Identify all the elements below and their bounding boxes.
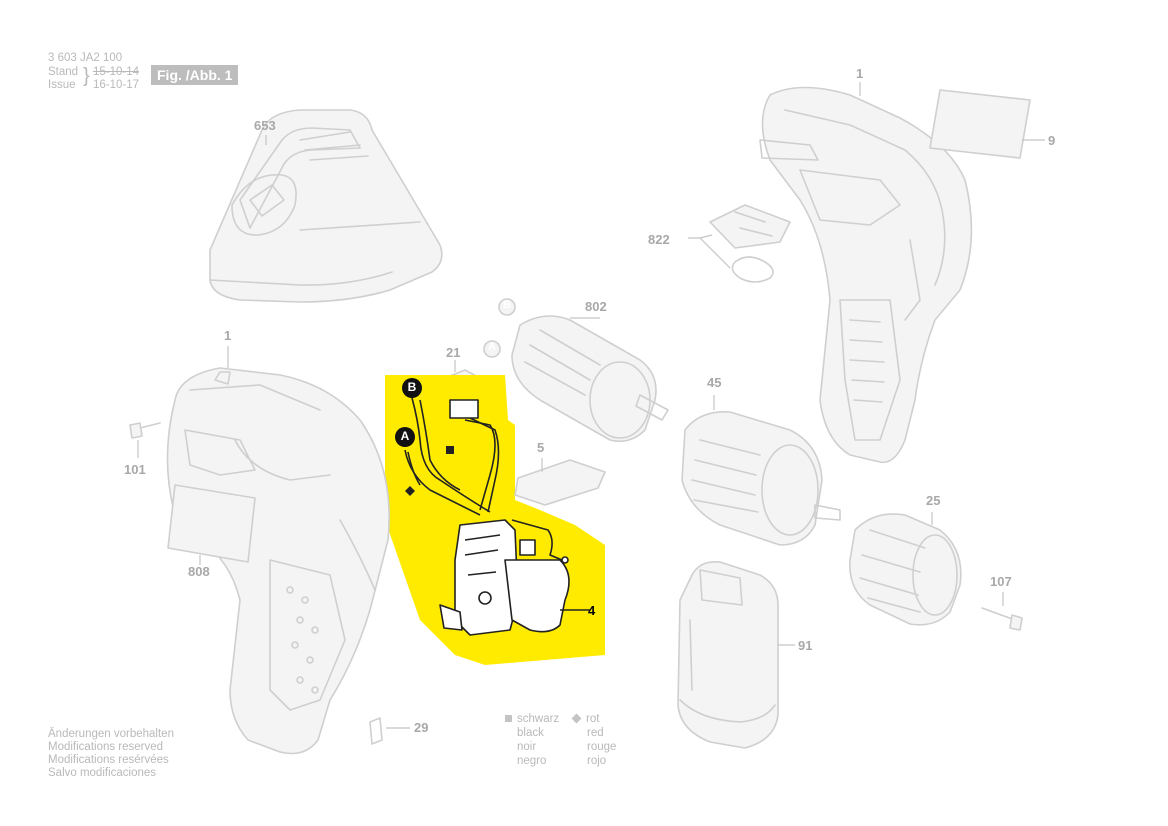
note-es: Salvo modificaciones	[48, 767, 157, 779]
battery-drawing	[677, 560, 795, 749]
legend-black-en: black	[517, 727, 544, 739]
motor-drawing	[483, 298, 669, 443]
callout-a-circle	[395, 427, 415, 447]
callout-b-label: B	[407, 380, 417, 394]
modification-notes: Änderungen vorbehalten Modifications res…	[48, 728, 174, 780]
part-label-hook: 29	[414, 720, 429, 735]
part-label-chuck: 25	[926, 493, 941, 508]
screw-right-drawing	[981, 592, 1023, 631]
legend-black-fr: noir	[517, 741, 537, 753]
callout-b-circle	[402, 378, 422, 398]
name-plate-drawing	[167, 484, 256, 565]
part-label-motor: 802	[585, 299, 607, 314]
housing-half-right-drawing	[759, 86, 973, 464]
switch-drawing	[404, 397, 590, 636]
gearbox-drawing	[681, 395, 841, 546]
part-label-switch-connector: 21	[446, 345, 461, 360]
legend-red: rot red rouge rojo	[571, 712, 617, 768]
note-fr: Modifications resérvées	[48, 754, 169, 766]
legend-black-de: schwarz	[517, 713, 560, 725]
housing-half-left-drawing	[166, 367, 390, 755]
legend-red-es: rojo	[587, 755, 607, 767]
part-label-screw-right: 107	[990, 574, 1012, 589]
part-label-clip-set: 822	[648, 232, 670, 247]
part-label-housing-top: 1	[856, 66, 864, 81]
new-date: 16-10-17	[93, 79, 140, 91]
part-label-battery: 91	[798, 638, 813, 653]
document-number: 3 603 JA2 100	[48, 52, 123, 64]
label-plate-drawing	[929, 89, 1045, 159]
charger-drawing	[209, 109, 443, 303]
cover-plate-drawing	[514, 458, 606, 506]
chuck-drawing	[849, 512, 962, 626]
legend-red-de: rot	[586, 713, 600, 725]
bracket-glyph: }	[83, 65, 90, 87]
note-de: Änderungen vorbehalten	[48, 728, 174, 740]
callout-a-label: A	[400, 429, 410, 443]
legend-black-es: negro	[517, 755, 547, 767]
stand-label: Stand	[48, 66, 79, 78]
part-label-charger: 653	[254, 118, 276, 133]
figure-label: Fig. /Abb. 1	[151, 65, 239, 85]
legend-red-en: red	[587, 727, 604, 739]
part-label-name-plate: 808	[188, 564, 210, 579]
issue-label: Issue	[48, 79, 76, 91]
callout-a-ghost-label: A	[488, 341, 496, 353]
clip-set-drawing	[688, 204, 791, 283]
legend-red-fr: rouge	[587, 741, 617, 753]
callout-b-ghost-label: B	[503, 299, 511, 311]
part-label-housing-left: 1	[224, 328, 232, 343]
part-label-screw-left: 101	[124, 462, 146, 477]
screw-left-drawing	[129, 422, 161, 458]
part-label-gearbox: 45	[707, 375, 722, 390]
red-diamond-icon	[571, 713, 582, 724]
legend-black: schwarz black noir negro	[505, 712, 559, 768]
part-label-label-plate: 9	[1048, 133, 1056, 148]
hook-drawing	[369, 717, 410, 745]
note-en: Modifications reserved	[48, 741, 164, 753]
black-square-icon	[505, 715, 512, 722]
old-date: 15-10-14	[93, 66, 140, 78]
part-label-switch: 4	[588, 603, 596, 618]
part-label-cover-plate: 5	[537, 440, 545, 455]
